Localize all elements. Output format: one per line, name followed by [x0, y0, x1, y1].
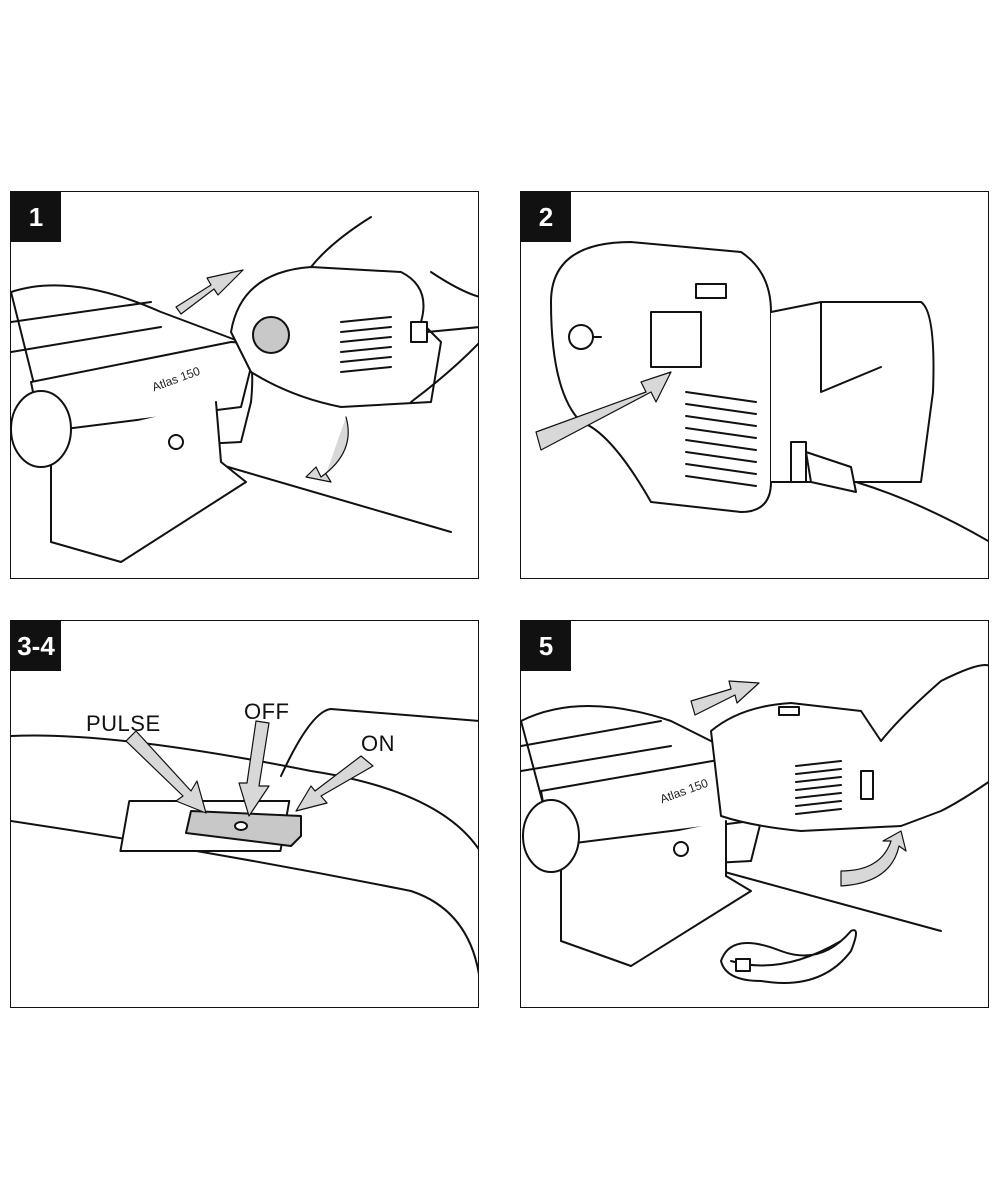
power-cord [426, 326, 478, 333]
power-plug [805, 451, 857, 493]
pulse-arrow [125, 730, 207, 814]
housing-top-edge [11, 734, 478, 850]
line-detail [310, 216, 478, 403]
power-switch [695, 283, 727, 299]
step-number-badge: 1 [11, 192, 61, 242]
on-arrow [295, 755, 374, 812]
power-socket [860, 770, 874, 800]
motor-rear [770, 301, 935, 483]
step-2-illustration [535, 241, 988, 543]
line-detail [521, 720, 672, 772]
remove-arrow [690, 680, 760, 716]
rotate-arrow [840, 830, 907, 887]
power-switch [778, 706, 800, 716]
motor-unit [230, 266, 442, 408]
line-detail [234, 821, 248, 831]
motor-vents [340, 316, 392, 373]
step-3-4-panel: 3-4 PULSE OFF ON [10, 620, 479, 1008]
off-arrow [238, 720, 270, 817]
insert-arrow [535, 371, 672, 451]
crank-knob [11, 390, 72, 468]
step-1-panel: 1 Atlas 150 [10, 191, 479, 579]
pasta-machine-base [560, 820, 752, 967]
motor-coupling [252, 316, 290, 354]
step-number-badge: 3-4 [11, 621, 61, 671]
on-label: ON [361, 731, 395, 756]
motor-vents [795, 760, 842, 815]
coupling-recess [650, 311, 702, 368]
housing-bottom-edge [11, 820, 478, 975]
clamp-knob [673, 841, 689, 857]
clamp-knob [168, 434, 184, 450]
step-number-badge: 5 [521, 621, 571, 671]
pasta-machine-base [50, 401, 247, 563]
power-socket [790, 441, 807, 483]
step-5-illustration [521, 664, 988, 984]
drive-shaft [568, 324, 594, 350]
line-detail [11, 301, 162, 353]
cord-plug [735, 958, 751, 972]
crank-knob [522, 799, 580, 873]
step-1-illustration [11, 216, 478, 563]
line-detail [820, 301, 882, 393]
motor-unit [710, 664, 988, 832]
table-edge [720, 870, 942, 932]
step-number-badge: 2 [521, 192, 571, 242]
power-socket [410, 321, 428, 343]
off-label: OFF [244, 699, 290, 724]
step-3-4-illustration [11, 708, 478, 975]
pulse-label: PULSE [86, 711, 161, 736]
step-5-panel: 5 Atlas 150 [520, 620, 989, 1008]
line-detail [280, 708, 478, 777]
rotate-arrow [305, 416, 349, 483]
table-edge [210, 461, 452, 533]
motor-vents [685, 391, 757, 487]
step-2-panel: 2 [520, 191, 989, 579]
coiled-power-cord [720, 929, 857, 984]
insert-arrow [175, 269, 244, 315]
power-cord [855, 481, 988, 543]
